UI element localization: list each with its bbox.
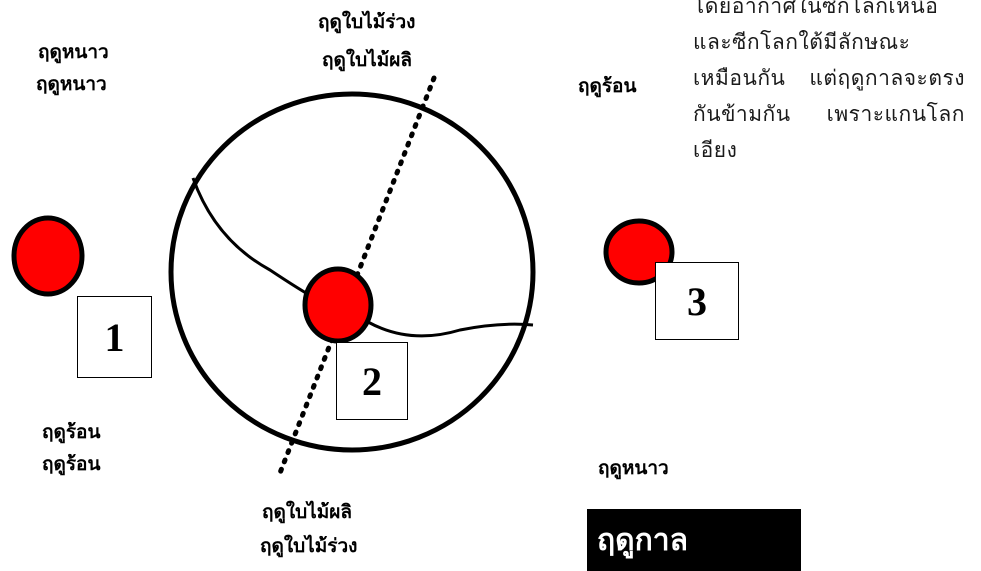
tilted-axis bbox=[275, 75, 437, 481]
label-center-top-2: ฤดูใบไม้ผลิ bbox=[322, 49, 413, 71]
label-left-bottom-1: ฤดูร้อน bbox=[42, 421, 101, 443]
label-center-bottom-2: ฤดูใบไม้ร่วง bbox=[260, 535, 358, 557]
label-right-top: ฤดูร้อน bbox=[578, 75, 637, 97]
label-left-bottom-2: ฤดูร้อน bbox=[42, 453, 101, 475]
orbit-circle bbox=[168, 91, 536, 453]
arc-left bbox=[191, 177, 319, 302]
label-center-top-1: ฤดูใบไม้ร่วง bbox=[318, 11, 416, 33]
label-right-bottom: ฤดูหนาว bbox=[598, 457, 669, 479]
label-left-top-2: ฤดูหนาว bbox=[36, 73, 107, 95]
position-box-1: 1 bbox=[77, 296, 152, 378]
label-left-top-1: ฤดูหนาว bbox=[38, 41, 109, 63]
label-center-bottom-1: ฤดูใบไม้ผลิ bbox=[262, 501, 353, 523]
arc-right bbox=[367, 320, 534, 338]
sun-2 bbox=[302, 266, 374, 344]
position-box-3: 3 bbox=[655, 262, 739, 340]
sun-1 bbox=[11, 215, 85, 297]
page-title: ฤดูกาล bbox=[597, 522, 689, 558]
position-box-2: 2 bbox=[336, 342, 408, 420]
title-box: ฤดูกาล bbox=[587, 509, 801, 571]
season-note: โดยอากาศในซีกโลกเหนือและซีกโลกใต้มีลักษณ… bbox=[693, 0, 965, 162]
